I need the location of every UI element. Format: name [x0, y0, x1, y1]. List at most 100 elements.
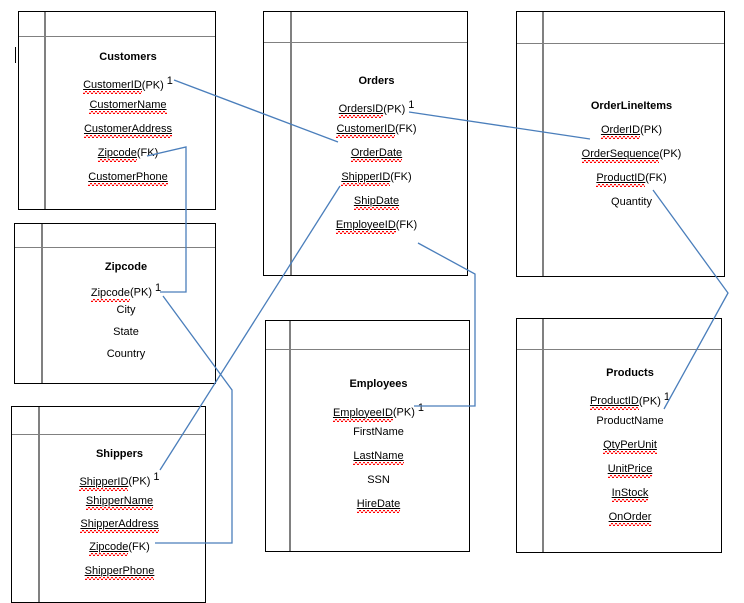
attribute-row[interactable]: City [37, 305, 215, 327]
attribute-key-tag: (FK) [645, 171, 667, 184]
attribute-name: ShipperPhone [84, 564, 155, 580]
attribute-row[interactable]: ProductName [539, 414, 721, 440]
attribute-row[interactable]: EmployeeID(PK)1 [288, 403, 469, 427]
attribute-name: CustomerID [83, 79, 142, 95]
attribute-row[interactable]: QtyPerUnit [539, 438, 721, 464]
entity-title: Products [606, 366, 654, 379]
attribute-row[interactable]: LastName [288, 451, 469, 475]
attribute-row[interactable]: Country [37, 347, 215, 371]
entity-column-rule [38, 407, 40, 602]
attribute-name: OrderSequence [581, 147, 660, 163]
attribute-row[interactable]: Zipcode(FK) [34, 542, 205, 565]
attribute-row[interactable]: ShipperID(FK) [286, 170, 467, 196]
attribute-name: OrdersID [338, 103, 384, 119]
attribute-name: ShipperID [341, 170, 391, 186]
attribute-name: ProductID [589, 395, 639, 411]
entity-title: Zipcode [104, 260, 148, 273]
cardinality-marker: 1 [663, 390, 671, 403]
entity-title: Orders [358, 74, 395, 87]
attribute-row[interactable]: SSN [288, 475, 469, 499]
attribute-name: ShipperID [79, 475, 129, 491]
attribute-row[interactable]: ShipDate [286, 194, 467, 220]
entity-header-rule [264, 42, 467, 43]
attribute-key-tag: (PK) [659, 147, 682, 160]
entity-column-rule [542, 319, 544, 552]
attribute-name: Country [106, 347, 146, 360]
attribute-row[interactable]: EmployeeID(FK) [286, 218, 467, 244]
attribute-row[interactable]: ShipperPhone [34, 564, 205, 589]
entity-header-rule [266, 349, 469, 350]
attribute-row[interactable]: ShipperName [34, 494, 205, 519]
attribute-row[interactable]: ProductID(PK)1 [539, 390, 721, 416]
attribute-row[interactable]: Quantity [539, 196, 724, 221]
attribute-row[interactable]: OnOrder [539, 510, 721, 536]
attribute-name: City [116, 304, 136, 317]
entity-column-rule [542, 12, 544, 276]
attribute-name: ProductName [596, 414, 664, 427]
attribute-row[interactable]: CustomerID(PK)1 [41, 74, 215, 100]
attribute-row[interactable]: InStock [539, 487, 721, 512]
attribute-name: QtyPerUnit [603, 438, 657, 454]
entity-header-rule [19, 36, 215, 37]
attribute-name: State [113, 325, 139, 338]
entity-column-rule [44, 12, 46, 209]
attribute-row[interactable]: HireDate [288, 499, 469, 523]
attribute-row[interactable]: State [37, 325, 215, 349]
attribute-key-tag: (FK) [128, 541, 150, 554]
attribute-row[interactable]: ShipperID(PK)1 [34, 472, 205, 495]
attribute-name: LastName [353, 450, 404, 465]
attribute-key-tag: (PK) [638, 395, 661, 408]
attribute-name: OrderID [600, 123, 641, 139]
attribute-row[interactable]: UnitPrice [539, 462, 721, 488]
attribute-name: ShipperAddress [80, 517, 159, 533]
attribute-name: EmployeeID [332, 406, 393, 422]
attribute-name: OnOrder [608, 510, 652, 526]
attribute-row[interactable]: FirstName [288, 427, 469, 451]
attribute-name: EmployeeID [335, 218, 396, 234]
attribute-key-tag: (PK) [128, 475, 151, 488]
attribute-row[interactable]: ProductID(FK) [539, 171, 724, 197]
attribute-row[interactable]: OrderID(PK) [539, 123, 724, 149]
attribute-name: CustomerPhone [88, 170, 168, 186]
attribute-name: FirstName [353, 426, 404, 438]
attribute-row[interactable]: OrderSequence(PK) [539, 147, 724, 173]
entity-header-rule [517, 349, 721, 350]
attribute-name: UnitPrice [607, 462, 653, 478]
attribute-row[interactable]: OrdersID(PK)1 [286, 99, 467, 124]
attribute-name: CustomerAddress [83, 122, 173, 138]
attribute-name: ShipDate [353, 194, 400, 210]
entity-column-rule [41, 224, 43, 383]
attribute-name: ShipperName [85, 494, 154, 510]
attribute-name: CustomerName [89, 98, 167, 114]
cardinality-marker: 1 [155, 282, 162, 295]
attribute-key-tag: (FK) [390, 170, 412, 183]
cardinality-marker: 1 [166, 74, 173, 87]
attribute-name: Zipcode [90, 286, 131, 302]
attribute-row[interactable]: OrderDate [286, 147, 467, 172]
attribute-key-tag: (FK) [136, 146, 159, 159]
attribute-key-tag: (PK) [392, 406, 415, 419]
cardinality-marker: 1 [153, 471, 160, 484]
entity-title: OrderLineItems [590, 99, 673, 112]
cardinality-marker: 1 [417, 402, 425, 414]
attribute-row[interactable]: CustomerName [41, 98, 215, 124]
attribute-key-tag: (FK) [395, 218, 418, 231]
attribute-row[interactable]: CustomerPhone [41, 170, 215, 196]
text-cursor-caret [15, 47, 16, 63]
attribute-row[interactable]: Zipcode(PK)1 [37, 283, 215, 305]
attribute-row[interactable]: CustomerAddress [41, 122, 215, 148]
attribute-row[interactable]: Zipcode(FK) [41, 146, 215, 172]
attribute-row[interactable]: ShipperAddress [34, 517, 205, 542]
attribute-row[interactable]: CustomerID(FK) [286, 123, 467, 148]
